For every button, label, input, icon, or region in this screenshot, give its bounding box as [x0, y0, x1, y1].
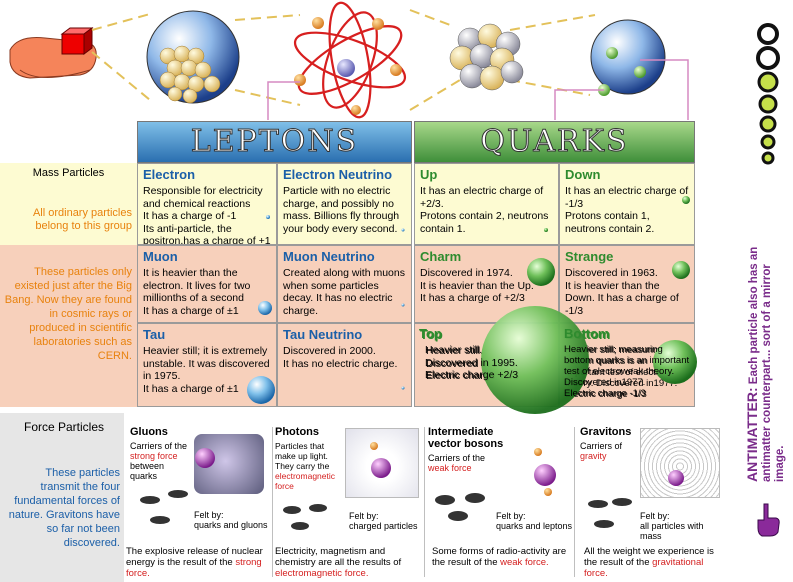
- top-quark-text-overlay: Top Heavier still. Discovered in 1995. E…: [414, 323, 559, 407]
- particle-desc: It has an electric charge of -1/3 Proton…: [565, 185, 689, 235]
- mass-particles-title: Mass Particles: [32, 167, 105, 179]
- down-sphere: [682, 196, 690, 204]
- ordinary-particles-note: All ordinary particles belong to this gr…: [32, 207, 132, 232]
- bosons-column: Intermediate vector bosons Carriers of t…: [428, 426, 573, 578]
- strange-sphere: [672, 261, 690, 279]
- carrier-text: between quarks: [130, 461, 165, 481]
- particle-name: Down: [565, 167, 601, 182]
- particle-name: Charm: [420, 249, 462, 264]
- antimatter-label: ANTIMATTER:: [744, 387, 760, 482]
- scale-illustration: [9, 1, 689, 120]
- particle-name: Top: [419, 326, 442, 341]
- divider: [424, 427, 425, 577]
- force-particles-title: Force Particles: [23, 420, 105, 434]
- particle-desc: Discovered in 1974. It is heavier than t…: [420, 267, 534, 304]
- muon-sphere: [258, 301, 272, 315]
- electron-neutrino-sphere: [401, 228, 405, 232]
- force-name: Gravitons: [580, 426, 632, 438]
- force-name: Intermediate vector bosons: [428, 426, 504, 450]
- antimatter-note: ANTIMATTER: Each particle also has an an…: [742, 232, 793, 482]
- muon-neutrino-cell: Muon Neutrino Created along with muons w…: [277, 245, 412, 323]
- particle-desc: It has an electric charge of +2/3. Proto…: [420, 185, 549, 235]
- up-sphere: [544, 228, 548, 232]
- particle-name: Electron: [143, 167, 196, 182]
- charm-sphere: [527, 258, 555, 286]
- force-name: Gluons: [130, 426, 168, 438]
- force-highlight: strong force.: [126, 557, 262, 579]
- bigbang-note: These particles only existed just after …: [4, 266, 132, 362]
- particle-desc: Particle with no electric charge, and po…: [283, 185, 400, 235]
- force-highlight: strong force: [130, 451, 178, 461]
- tau-neutrino-cell: Tau Neutrino Discovered in 2000. It has …: [277, 323, 412, 407]
- felt-by: Felt by: charged particles: [349, 511, 418, 531]
- carrier-text: Carriers of the: [428, 453, 486, 463]
- particle-name: Bottom: [564, 326, 610, 341]
- result-text: The explosive release of nuclear energy …: [126, 546, 263, 568]
- force-highlight: gravity: [580, 451, 607, 461]
- electron-neutrino-cell: Electron Neutrino Particle with no elect…: [277, 163, 412, 245]
- wave-packet-icons: [140, 490, 632, 530]
- particle-name: Tau: [143, 327, 166, 342]
- mass-panel: [0, 163, 137, 245]
- quarks-header: QUARKS: [414, 121, 695, 163]
- up-quark-cell: Up It has an electric charge of +2/3. Pr…: [414, 163, 559, 245]
- particle-name: Strange: [565, 249, 614, 264]
- hand-icon: [9, 27, 97, 79]
- force-highlight: weak force: [428, 463, 472, 473]
- tau-neutrino-sphere: [401, 386, 405, 390]
- carrier-text: Carriers of the: [130, 441, 188, 451]
- gravitons-column: Gravitons Carriers of gravity Felt by: a…: [580, 426, 725, 579]
- particle-desc: It is heavier than the electron. It live…: [143, 267, 251, 317]
- particle-desc: Discovered in 2000. It has no electric c…: [283, 345, 398, 370]
- divider: [574, 427, 575, 577]
- result-text: All the weight we experience is the resu…: [584, 546, 714, 568]
- result-text: Electricity, magnetism and chemistry are…: [275, 546, 402, 568]
- force-particles-note: These particles transmit the four fundam…: [8, 467, 120, 549]
- carrier-text: Particles that make up light. They carry…: [275, 441, 330, 471]
- electron-sphere: [266, 215, 270, 219]
- muon-neutrino-sphere: [401, 303, 405, 307]
- tau-sphere: [247, 376, 275, 404]
- force-highlight: electromagnetic force: [275, 471, 336, 491]
- muon-cell: Muon It is heavier than the electron. It…: [137, 245, 277, 323]
- particle-name: Electron Neutrino: [283, 167, 393, 182]
- electron-cell: Electron Responsible for electricity and…: [137, 163, 277, 245]
- bigbang-panel: [0, 245, 137, 407]
- strange-quark-cell: Strange Discovered in 1963. It is heavie…: [559, 245, 695, 323]
- bottom-sphere: [653, 340, 697, 384]
- leptons-header: LEPTONS: [137, 121, 412, 163]
- particle-desc: Responsible for electricity and chemical…: [143, 185, 271, 245]
- particle-desc: Heavier still. Discovered in 1995. Elect…: [425, 344, 519, 381]
- particle-desc: Created along with muons when some parti…: [283, 267, 405, 317]
- particle-name: Muon: [143, 249, 178, 264]
- particle-desc: Heavier still; measuring bottom quarks i…: [564, 344, 690, 399]
- felt-by: Felt by: all particles with mass: [640, 511, 704, 541]
- force-highlight: weak force.: [500, 557, 549, 568]
- top-sphere: [481, 306, 589, 414]
- felt-by: Felt by: quarks and gluons: [194, 510, 268, 530]
- pointing-hand-icon: [757, 503, 780, 537]
- particle-desc: Heavier still; it is extremely unstable.…: [143, 345, 270, 395]
- felt-by: Felt by: quarks and leptons: [496, 511, 573, 531]
- graviton-image: [640, 428, 720, 498]
- particle-name: Up: [420, 167, 438, 182]
- force-highlight: electromagnetic force.: [275, 568, 369, 579]
- force-panel: [0, 413, 124, 582]
- gluons-column: Gluons Carriers of the strong force betw…: [126, 426, 270, 579]
- force-name: Photons: [275, 426, 319, 438]
- result-text: Some forms of radio-activity are the res…: [432, 546, 567, 568]
- particle-name: Tau Neutrino: [283, 327, 363, 342]
- carrier-text: Carriers of: [580, 441, 623, 451]
- particle-name: Top: [420, 327, 443, 342]
- particle-name: Muon Neutrino: [283, 249, 375, 264]
- force-highlight: gravitational force.: [584, 557, 704, 579]
- bottom-quark-text-overlay: Bottom Heavier still; measuring bottom q…: [559, 323, 695, 407]
- down-quark-cell: Down It has an electric charge of -1/3 P…: [559, 163, 695, 245]
- antimatter-rings: [756, 23, 780, 165]
- divider: [272, 427, 273, 577]
- particle-desc: Discovered in 1963. It is heavier than t…: [565, 267, 679, 317]
